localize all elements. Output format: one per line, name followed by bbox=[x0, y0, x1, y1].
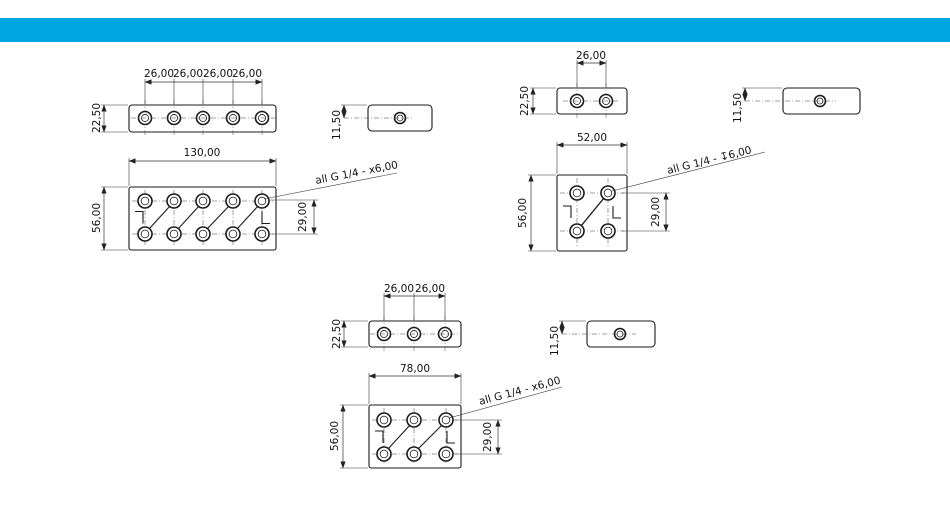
port-hole bbox=[601, 224, 615, 238]
port-hole bbox=[439, 447, 453, 461]
port-hole bbox=[407, 447, 421, 461]
pitch-dimension: 26,00 bbox=[232, 68, 262, 80]
port-hole bbox=[138, 227, 152, 241]
width-dimension: 56,00 bbox=[91, 203, 103, 233]
row-spacing-dimension: 29,00 bbox=[482, 422, 494, 452]
end-view: 11,50 bbox=[549, 321, 655, 356]
pitch-dimension: 26,00 bbox=[415, 283, 445, 295]
port-hole bbox=[407, 413, 421, 427]
port-hole bbox=[196, 227, 210, 241]
manifold-five-port: 26,00 26,00 26,00 26,00 22,50 11,50 bbox=[91, 68, 432, 250]
height-dimension: 22,50 bbox=[91, 103, 103, 133]
height-dimension: 22,50 bbox=[331, 319, 343, 349]
length-dimension: 130,00 bbox=[184, 147, 221, 159]
port-hole bbox=[377, 447, 391, 461]
pitch-dimension: 26,00 bbox=[144, 68, 174, 80]
thread-callout: all G 1/4 - x6,00 bbox=[314, 159, 399, 187]
row-spacing-dimension: 29,00 bbox=[297, 202, 309, 232]
end-view: 11,50 bbox=[331, 105, 432, 140]
top-view: 78,00 56,00 29,00 all G 1/4 - x6,00 bbox=[329, 363, 562, 468]
port-hole bbox=[570, 186, 584, 200]
port-hole bbox=[377, 413, 391, 427]
row-spacing-dimension: 29,00 bbox=[650, 197, 662, 227]
port-hole bbox=[138, 194, 152, 208]
port-hole bbox=[601, 186, 615, 200]
port-height-dimension: 11,50 bbox=[732, 93, 744, 123]
side-view: 26,00 26,00 26,00 26,00 22,50 bbox=[91, 68, 276, 136]
pitch-dimension: 26,00 bbox=[384, 283, 414, 295]
length-dimension: 52,00 bbox=[577, 132, 607, 144]
side-view: 26,00 22,50 bbox=[519, 50, 627, 119]
port-hole bbox=[255, 194, 269, 208]
port-hole bbox=[226, 194, 240, 208]
width-dimension: 56,00 bbox=[517, 198, 529, 228]
port-hole bbox=[570, 224, 584, 238]
port-hole bbox=[167, 227, 181, 241]
port-hole bbox=[196, 194, 210, 208]
top-view: 130,00 56,00 29,00 all G 1/4 - x6,00 bbox=[91, 147, 399, 250]
thread-callout: all G 1/4 - x6,00 bbox=[478, 375, 562, 408]
pitch-dimension: 26,00 bbox=[576, 50, 606, 62]
port-hole bbox=[255, 227, 269, 241]
width-dimension: 56,00 bbox=[329, 421, 341, 451]
port-height-dimension: 11,50 bbox=[331, 110, 343, 140]
height-dimension: 22,50 bbox=[519, 86, 531, 116]
manifold-two-port: 26,00 22,50 11,50 52,00 56,00 bbox=[517, 50, 860, 251]
port-height-dimension: 11,50 bbox=[549, 326, 561, 356]
port-hole bbox=[167, 194, 181, 208]
pitch-dimension: 26,00 bbox=[173, 68, 203, 80]
manifold-three-port: 26,00 26,00 22,50 11,50 78,00 bbox=[329, 283, 655, 468]
port-hole bbox=[439, 413, 453, 427]
port-hole bbox=[226, 227, 240, 241]
thread-callout: all G 1/4 - ↧6,00 bbox=[666, 144, 753, 177]
length-dimension: 78,00 bbox=[400, 363, 430, 375]
top-view: 52,00 56,00 29,00 all G 1/4 - ↧6,00 bbox=[517, 132, 765, 251]
end-view: 11,50 bbox=[732, 88, 860, 123]
pitch-dimension: 26,00 bbox=[203, 68, 233, 80]
side-view: 26,00 26,00 22,50 bbox=[331, 283, 461, 352]
